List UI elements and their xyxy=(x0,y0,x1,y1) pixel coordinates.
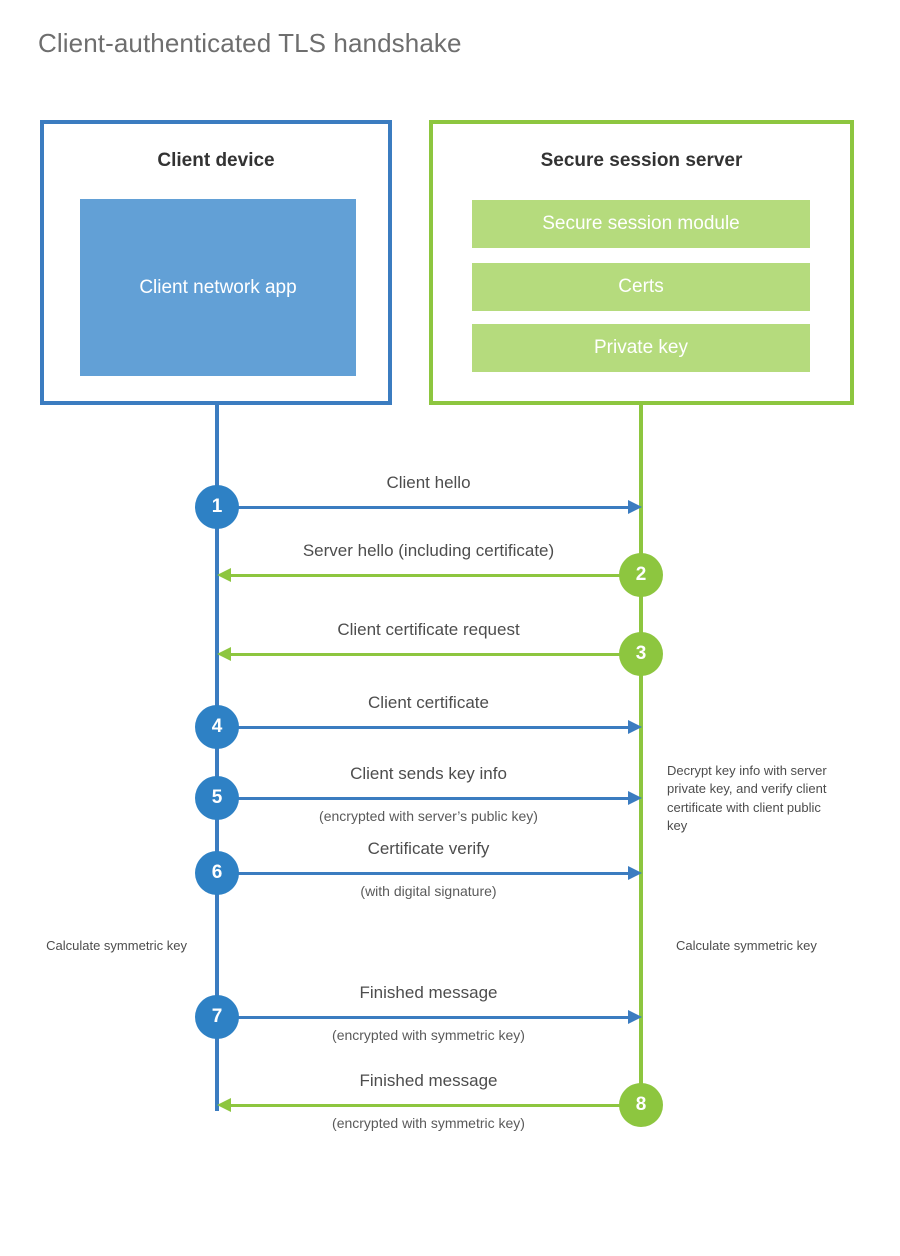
message-sublabel-5: (encrypted with server’s public key) xyxy=(319,808,538,824)
page-title: Client-authenticated TLS handshake xyxy=(38,28,462,58)
message-arrow-3 xyxy=(222,653,641,656)
server-lifeline xyxy=(639,404,643,1105)
message-label-3: Client certificate request xyxy=(337,620,520,639)
server-component-secure-session-module: Secure session module xyxy=(472,200,810,248)
message-arrow-8 xyxy=(222,1104,641,1107)
step-badge-3: 3 xyxy=(619,632,663,676)
message-arrow-5 xyxy=(217,797,635,800)
message-sublabel-6: (with digital signature) xyxy=(360,883,497,899)
arrow-head-left-icon xyxy=(217,647,231,661)
client-device-title: Client device xyxy=(157,150,275,171)
message-arrow-1 xyxy=(217,506,635,509)
step-badge-2: 2 xyxy=(619,553,663,597)
step-badge-4: 4 xyxy=(195,705,239,749)
step-badge-8: 8 xyxy=(619,1083,663,1127)
arrow-head-left-icon xyxy=(217,1098,231,1112)
message-label-1: Client hello xyxy=(386,473,471,492)
message-arrow-4 xyxy=(217,726,635,729)
step-badge-1: 1 xyxy=(195,485,239,529)
message-label-6: Certificate verify xyxy=(367,839,490,858)
secure-session-server-title: Secure session server xyxy=(540,150,743,171)
client-lifeline xyxy=(215,404,219,1111)
server-component-private-key: Private key xyxy=(472,324,810,372)
message-label-5: Client sends key info xyxy=(350,764,507,783)
arrow-head-right-icon xyxy=(628,866,642,880)
note-server-decrypt: Decrypt key info with server private key… xyxy=(667,763,827,834)
client-device-box: Client device Client network app xyxy=(40,120,392,405)
note-client-calculate-symmetric-key: Calculate symmetric key xyxy=(46,938,187,953)
secure-session-server-box: Secure session server Secure session mod… xyxy=(429,120,854,405)
message-sublabel-7: (encrypted with symmetric key) xyxy=(332,1027,525,1043)
note-server-calculate-symmetric-key: Calculate symmetric key xyxy=(676,938,817,953)
arrow-head-right-icon xyxy=(628,1010,642,1024)
message-arrow-2 xyxy=(222,574,641,577)
server-component-certs: Certs xyxy=(472,263,810,311)
message-label-7: Finished message xyxy=(359,983,498,1002)
message-label-4: Client certificate xyxy=(368,693,489,712)
message-arrow-7 xyxy=(217,1016,635,1019)
arrow-head-right-icon xyxy=(628,791,642,805)
arrow-head-left-icon xyxy=(217,568,231,582)
message-label-2: Server hello (including certificate) xyxy=(302,541,555,560)
message-label-8: Finished message xyxy=(359,1071,498,1090)
arrow-head-right-icon xyxy=(628,500,642,514)
step-badge-5: 5 xyxy=(195,776,239,820)
step-badge-6: 6 xyxy=(195,851,239,895)
step-badge-7: 7 xyxy=(195,995,239,1039)
message-arrow-6 xyxy=(217,872,635,875)
arrow-head-right-icon xyxy=(628,720,642,734)
client-network-app-block: Client network app xyxy=(80,199,356,376)
message-sublabel-8: (encrypted with symmetric key) xyxy=(332,1115,525,1131)
